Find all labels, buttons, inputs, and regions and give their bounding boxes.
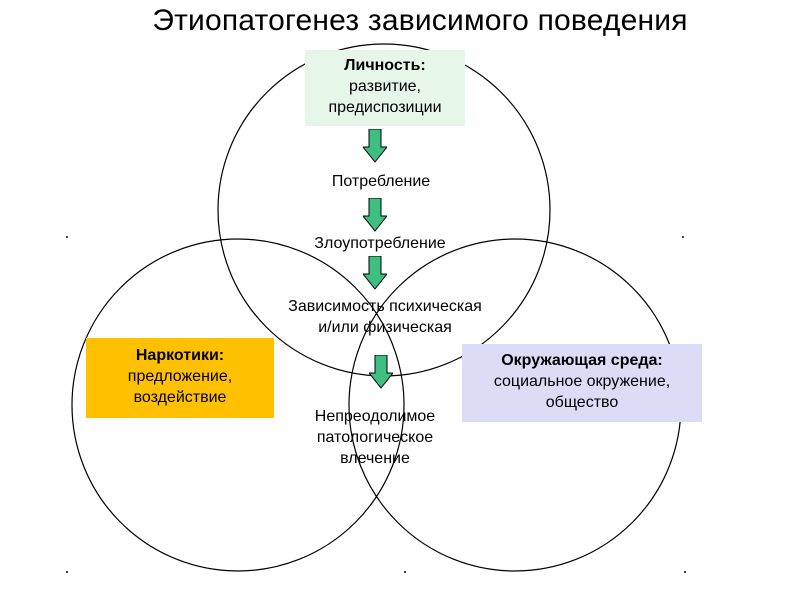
personality-heading: Личность:	[344, 57, 426, 74]
drugs-line1: предложение,	[127, 368, 233, 385]
personality-line1: развитие,	[349, 78, 421, 95]
down-arrow-icon	[369, 355, 393, 389]
drugs-circle	[71, 238, 405, 572]
drugs-box: Наркотики: предложение, воздействие	[86, 338, 274, 418]
environment-line2: общество	[545, 394, 619, 411]
environment-line1: социальное окружение,	[493, 373, 671, 390]
environment-box: Окружающая среда: социальное окружение, …	[462, 344, 702, 422]
corner-dot	[66, 236, 68, 238]
corner-dot	[404, 571, 406, 573]
drugs-line2: воздействие	[133, 389, 227, 406]
diagram-title: Этиопатогенез зависимого поведения	[152, 4, 688, 37]
down-arrow-icon	[363, 256, 387, 290]
stage-craving: Непреодолимое патологическое влечение	[285, 406, 465, 469]
stage-consumption: Потребление	[331, 173, 431, 190]
personality-line2: предиспозиции	[328, 99, 442, 116]
corner-dot	[66, 571, 68, 573]
personality-box: Личность: развитие, предиспозиции	[305, 50, 465, 126]
stage-craving-line3: влечение	[340, 450, 410, 467]
down-arrow-icon	[363, 129, 387, 163]
corner-dot	[682, 236, 684, 238]
drugs-heading: Наркотики:	[135, 347, 225, 364]
corner-dot	[684, 571, 686, 573]
down-arrow-icon	[363, 198, 387, 232]
stage-craving-line1: Непреодолимое	[314, 408, 436, 425]
stage-craving-line2: патологическое	[316, 429, 434, 446]
stage-dependence-line1: Зависимость психическая	[288, 298, 482, 315]
stage-dependence-line2: и/или физическая	[318, 319, 452, 336]
stage-abuse: Злоупотребление	[314, 235, 446, 252]
environment-heading: Окружающая среда:	[501, 352, 663, 369]
stage-dependence: Зависимость психическая и/или физическая	[250, 296, 520, 338]
